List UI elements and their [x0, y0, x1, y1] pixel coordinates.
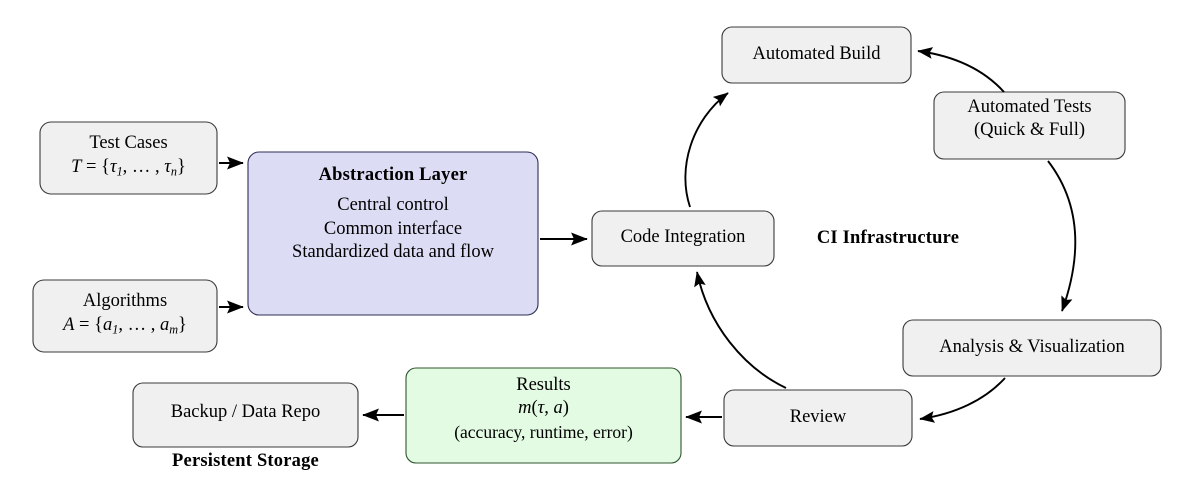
node-review[interactable] — [723, 389, 913, 447]
node-abstraction-layer[interactable] — [247, 151, 539, 316]
node-test-cases[interactable] — [39, 121, 218, 195]
edge-automated-tests-to-analysis — [1047, 160, 1077, 312]
edge-review-to-code-integration — [694, 271, 787, 389]
node-automated-build[interactable] — [721, 26, 912, 84]
node-code-integration[interactable] — [591, 210, 775, 267]
node-algorithms[interactable] — [32, 279, 218, 353]
node-automated-tests[interactable] — [933, 91, 1126, 160]
edge-automated-build-to-automated-tests — [917, 47, 1005, 93]
node-results[interactable] — [405, 367, 682, 464]
edge-code-integration-to-automated-build — [684, 92, 729, 208]
node-backup-data-repo[interactable] — [132, 382, 359, 448]
node-analysis-visualization[interactable] — [902, 319, 1162, 377]
edge-analysis-to-review — [919, 377, 1006, 423]
